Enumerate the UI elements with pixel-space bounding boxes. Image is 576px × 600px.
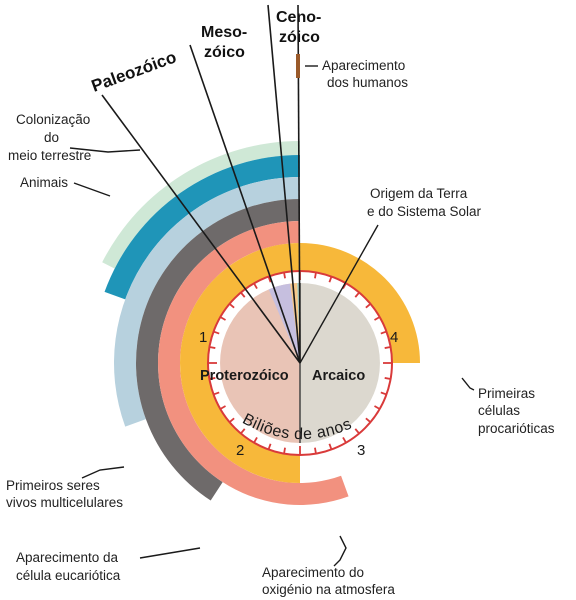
clock-tick (380, 330, 387, 335)
clock-tick (354, 291, 360, 298)
sector-proterozoic (220, 283, 300, 443)
clock-tick (380, 391, 387, 396)
svg-text:célula eucariótica: célula eucariótica (16, 568, 121, 583)
era-line-mesozoic (189, 44, 301, 364)
band-oxygen (180, 243, 300, 483)
clock-tick (283, 272, 286, 279)
leader-oxygen (333, 535, 347, 567)
sector-archean (300, 283, 380, 443)
label-animals: Animais (20, 175, 68, 190)
label-land-colonization: Colonização do meio terrestre (8, 112, 91, 163)
era-sectors (220, 283, 380, 443)
clock-tick (365, 417, 372, 423)
band-land-colonization (104, 155, 300, 300)
era-label-paleozoic: Paleozóico (89, 48, 179, 96)
clock-tick (209, 377, 216, 380)
label-prokaryotes: Primeiras células procarióticas (478, 386, 555, 436)
era-line-cenozoic (267, 4, 301, 364)
svg-text:Primeiros seres: Primeiros seres (6, 478, 100, 493)
svg-text:e do Sistema Solar: e do Sistema Solar (367, 204, 482, 219)
era-label-cenozoic-line1: Ceno- (276, 9, 321, 26)
clock-tick (267, 276, 272, 283)
svg-text:células: células (478, 403, 520, 418)
label-oxygen: Aparecimento do oxigénio na atmosfera (262, 565, 395, 597)
label-earth-origin: Origem da Terra e do Sistema Solar (367, 186, 482, 219)
eon-label-archean: Arcaico (312, 368, 365, 384)
clock-tick (253, 437, 258, 444)
clock-tick (328, 276, 333, 283)
clock-ticks (208, 271, 392, 455)
svg-text:Aparecimento do: Aparecimento do (262, 565, 364, 580)
clock-tick (354, 428, 360, 435)
clock-tick (374, 405, 381, 410)
clock-tick (228, 417, 235, 423)
clock-tick (240, 428, 246, 435)
label-humans: Aparecimento dos humanos (322, 58, 408, 90)
svg-text:do: do (44, 130, 59, 145)
svg-text:Aparecimento da: Aparecimento da (16, 550, 119, 565)
era-label-mesozoic-line2: zóico (204, 44, 245, 61)
svg-text:Aparecimento: Aparecimento (322, 58, 405, 73)
clock-tick (219, 316, 226, 321)
leader-lines (69, 4, 475, 567)
clock-tick (365, 303, 372, 309)
clock-tick (219, 405, 226, 410)
clock-number-3: 3 (357, 442, 365, 459)
clock-tick (267, 443, 272, 450)
clock-tick (384, 346, 391, 349)
clock-tick (342, 282, 347, 289)
clock-tick (209, 346, 216, 349)
sector-paleozoic (268, 283, 300, 363)
clock-tick (213, 391, 220, 396)
leader-prokaryotes (461, 377, 475, 391)
clock-tick (314, 272, 317, 279)
leader-animals (73, 182, 111, 197)
clock-tick (253, 282, 258, 289)
eon-label-proterozoic: Proterozóico (200, 368, 289, 384)
clock-number-4: 4 (390, 329, 398, 346)
era-line-paleozoic (101, 94, 301, 364)
clock-tick (213, 330, 220, 335)
svg-text:Colonização: Colonização (16, 112, 90, 127)
svg-text:dos humanos: dos humanos (327, 75, 408, 90)
clock-tick (374, 316, 381, 321)
band-prokaryotes (300, 243, 420, 363)
clock-tick (283, 447, 286, 454)
svg-text:Origem da Terra: Origem da Terra (370, 186, 468, 201)
clock-tick (228, 303, 235, 309)
clock-number-1: 1 (199, 329, 207, 346)
label-eukaryotes: Aparecimento da célula eucariótica (16, 550, 121, 583)
svg-text:oxigénio na atmosfera: oxigénio na atmosfera (262, 582, 395, 597)
clock-tick (384, 377, 391, 380)
leader-multicellular (81, 466, 125, 479)
clock-number-2: 2 (236, 442, 244, 459)
svg-text:vivos multicelulares: vivos multicelulares (6, 495, 123, 510)
band-light-green (102, 141, 300, 269)
band-animals (113, 177, 300, 427)
humans-marker (296, 54, 300, 78)
svg-text:procarióticas: procarióticas (478, 421, 555, 436)
band-multicellular (136, 199, 300, 501)
clock-tick (240, 291, 246, 298)
clock-tick (342, 437, 347, 444)
clock-tick (328, 443, 333, 450)
era-label-cenozoic-line2: zóico (279, 29, 320, 46)
leader-land-colonization (69, 147, 141, 153)
svg-text:Animais: Animais (20, 175, 68, 190)
leader-earth-origin (299, 224, 379, 364)
era-label-mesozoic-line1: Meso- (201, 24, 247, 41)
svg-text:meio terrestre: meio terrestre (8, 148, 91, 163)
leader-eukaryotes (139, 547, 201, 559)
label-multicellular: Primeiros seres vivos multicelulares (6, 478, 123, 510)
svg-text:Primeiras: Primeiras (478, 386, 535, 401)
clock-tick (314, 447, 317, 454)
